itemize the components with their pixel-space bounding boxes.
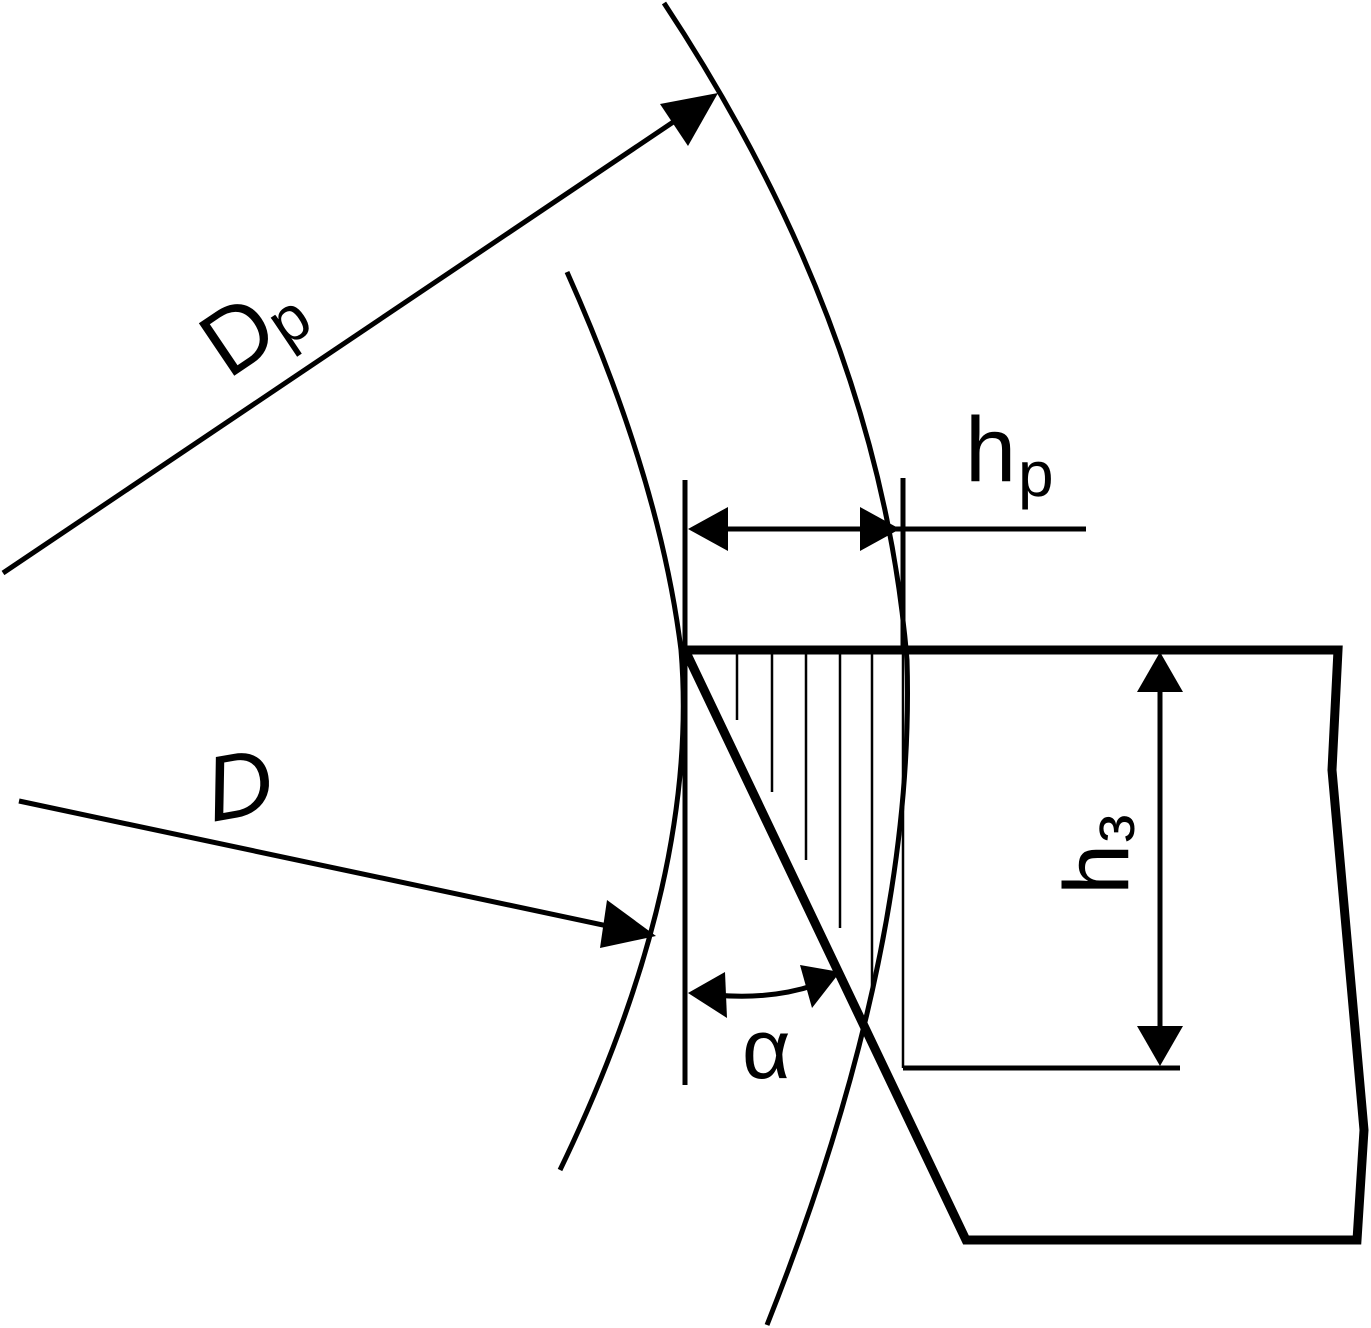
h3-label-main: h bbox=[1046, 844, 1148, 895]
d-radius-line bbox=[18, 798, 637, 935]
d-label: D bbox=[198, 730, 281, 842]
hp-label-subscript: p bbox=[1018, 438, 1054, 510]
dp-label: D p bbox=[182, 275, 323, 397]
alpha-arrowhead-right bbox=[800, 965, 840, 1008]
alpha-arrowhead-left bbox=[688, 972, 727, 1018]
inner-circle-arc bbox=[557, 270, 686, 1172]
hp-label-main: h bbox=[965, 399, 1016, 501]
dp-arrowhead bbox=[660, 93, 718, 146]
h3-arrowhead-bottom bbox=[1137, 1026, 1183, 1066]
alpha-label: α bbox=[742, 1002, 791, 1096]
tool-body-outline bbox=[680, 645, 1369, 1245]
alpha-angle-arc bbox=[714, 982, 816, 999]
outer-circle-arc bbox=[661, 1, 910, 1326]
h3-label: h з bbox=[1046, 814, 1148, 895]
h3-label-subscript: з bbox=[1076, 814, 1148, 843]
h3-arrowhead-top bbox=[1137, 652, 1183, 692]
d-arrowhead bbox=[600, 900, 656, 948]
hp-arrowhead-left bbox=[688, 507, 728, 551]
dp-radius-line bbox=[1, 101, 702, 576]
hatched-region bbox=[735, 650, 905, 1068]
hp-arrowhead-right bbox=[860, 507, 900, 551]
